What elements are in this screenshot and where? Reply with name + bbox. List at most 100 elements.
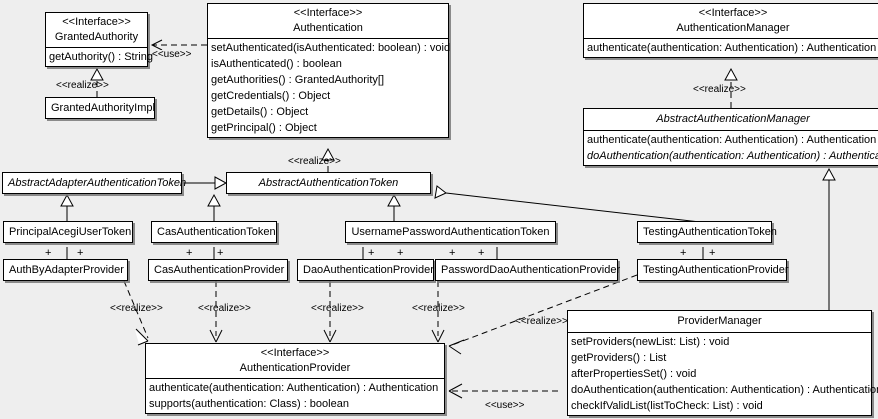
compartment-divider — [584, 38, 878, 39]
edge-label-realize-authbyadapterprovider: <<realize>> — [110, 303, 163, 314]
compartment-divider — [46, 47, 147, 48]
edge-realize-daoauthenticationprovider — [323, 281, 337, 343]
association-marker-plus: + — [680, 247, 687, 259]
operations-compartment: getAuthority() : String — [46, 48, 153, 66]
class-name: CasAuthenticationProvider — [154, 264, 285, 276]
stereotype-label: <<Interface>> — [698, 7, 768, 19]
compartment-divider — [568, 332, 871, 333]
association-marker-plus: + — [368, 247, 375, 259]
class-abstract-adapter-authentication-token[interactable]: AbstractAdapterAuthenticationToken — [2, 172, 187, 194]
class-name: GrantedAuthorityImpl — [51, 102, 155, 114]
edge-realize-casauthenticationprovider — [209, 281, 223, 343]
class-authentication-provider[interactable]: <<Interface>> AuthenticationProvider aut… — [145, 343, 445, 414]
association-marker-plus: + — [709, 247, 716, 259]
class-principal-acegi-user-token[interactable]: PrincipalAcegiUserToken — [3, 221, 133, 243]
class-name: GrantedAuthority — [54, 31, 139, 43]
edge-generalization-usernamepasswordauthenticationtoken — [387, 193, 401, 221]
edge-label-realize-testingauthenticationprovider: <<realize>> — [515, 316, 568, 327]
class-header-authentication: <<Interface>> Authentication — [208, 4, 448, 38]
edge-label-realize-abstractauthtoken-authentication: <<realize>> — [288, 156, 341, 167]
class-name: AuthenticationProvider — [239, 362, 351, 374]
edge-realize-authbyadapterprovider — [123, 280, 149, 346]
operation-item: checkIfValidList(listToCheck: List) : vo… — [571, 400, 763, 412]
operation-item: setAuthenticated(isAuthenticated: boolea… — [211, 42, 451, 54]
class-name: ProviderManager — [677, 315, 762, 327]
class-testing-authentication-provider[interactable]: TestingAuthenticationProvider — [637, 259, 789, 281]
class-testing-authentication-token[interactable]: TestingAuthenticationToken — [637, 221, 777, 243]
class-name: Authentication — [293, 22, 363, 34]
class-name: UsernamePasswordAuthenticationToken — [351, 226, 550, 238]
edge-label-realize-abstractauthenticationmanager: <<realize>> — [693, 84, 746, 95]
stereotype-label: <<Interface>> — [62, 16, 131, 28]
edge-generalization-casauthenticationtoken — [207, 193, 221, 221]
edge-use-providermanager-authenticationprovider — [448, 383, 558, 399]
class-header-granted-authority: <<Interface>> GrantedAuthority — [46, 13, 147, 47]
class-header-authentication-provider: <<Interface>> AuthenticationProvider — [146, 344, 444, 378]
compartment-divider — [208, 38, 448, 39]
class-name: TestingAuthenticationToken — [643, 226, 777, 238]
class-granted-authority-impl[interactable]: GrantedAuthorityImpl — [45, 97, 155, 119]
class-name: AbstractAdapterAuthenticationToken — [8, 177, 187, 189]
association-marker-plus: + — [77, 247, 84, 259]
class-authentication-manager[interactable]: <<Interface>> AuthenticationManager auth… — [583, 3, 878, 58]
operation-item: doAuthentication(authentication: Authent… — [571, 384, 878, 396]
class-header-provider-manager: ProviderManager — [568, 311, 871, 332]
association-marker-plus: + — [45, 247, 52, 259]
edge-label-realize-grantedauthorityimpl: <<realize>> — [56, 80, 109, 91]
class-name: DaoAuthenticationProvider — [303, 264, 434, 276]
stereotype-label: <<Interface>> — [293, 7, 363, 19]
class-name: AuthByAdapterProvider — [9, 264, 124, 276]
edge-realize-passworddaoauthenticationprovider — [431, 281, 445, 343]
edge-label-use-providermanager-authenticationprovider: <<use>> — [485, 400, 525, 411]
operation-item: setProviders(newList: List) : void — [571, 336, 730, 348]
class-name: PasswordDaoAuthenticationProvider — [441, 264, 621, 276]
operations-compartment: authenticate(authentication: Authenticat… — [584, 131, 878, 165]
operation-item: getDetails() : Object — [211, 106, 309, 118]
class-header-abstract-authentication-manager: AbstractAuthenticationManager — [584, 109, 878, 130]
class-username-password-authentication-token[interactable]: UsernamePasswordAuthenticationToken — [345, 221, 556, 243]
operations-compartment: authenticate(authentication: Authenticat… — [146, 379, 444, 413]
association-marker-plus: + — [397, 247, 404, 259]
class-provider-manager[interactable]: ProviderManager setProviders(newList: Li… — [567, 310, 878, 416]
class-abstract-authentication-token[interactable]: AbstractAuthenticationToken — [226, 172, 431, 194]
operations-compartment: authenticate(authentication: Authenticat… — [584, 39, 878, 57]
association-marker-plus: + — [478, 247, 485, 259]
association-marker-plus: + — [186, 247, 193, 259]
class-password-dao-authentication-provider[interactable]: PasswordDaoAuthenticationProvider — [435, 259, 621, 281]
operation-item: getCredentials() : Object — [211, 90, 331, 102]
class-granted-authority[interactable]: <<Interface>> GrantedAuthority getAuthor… — [45, 12, 153, 67]
operation-item: isAuthenticated() : boolean — [211, 58, 342, 70]
operations-compartment: setAuthenticated(isAuthenticated: boolea… — [208, 39, 451, 137]
operation-item-abstract: doAuthentication(authentication: Authent… — [587, 150, 878, 162]
operation-item: getPrincipal() : Object — [211, 122, 317, 134]
edge-realize-grantedauthorityimpl — [90, 67, 104, 97]
class-auth-by-adapter-provider[interactable]: AuthByAdapterProvider — [3, 259, 128, 281]
edge-generalization-abstractadapter-abstractauthenticationtoken — [182, 176, 228, 190]
class-name: TestingAuthenticationProvider — [643, 264, 789, 276]
association-marker-plus: + — [449, 247, 456, 259]
class-dao-authentication-provider[interactable]: DaoAuthenticationProvider — [297, 259, 434, 281]
class-name: PrincipalAcegiUserToken — [9, 226, 132, 238]
class-cas-authentication-provider[interactable]: CasAuthenticationProvider — [148, 259, 288, 281]
edge-realize-testingauthenticationprovider — [448, 274, 638, 355]
association-marker-plus: + — [217, 247, 224, 259]
operation-item: supports(authentication: Class) : boolea… — [149, 398, 349, 410]
operation-item: authenticate(authentication: Authenticat… — [149, 382, 439, 394]
compartment-divider — [146, 378, 444, 379]
class-cas-authentication-token[interactable]: CasAuthenticationToken — [151, 221, 277, 243]
class-authentication[interactable]: <<Interface>> Authentication setAuthenti… — [207, 3, 451, 138]
class-name: AuthenticationManager — [676, 22, 790, 34]
class-abstract-authentication-manager[interactable]: AbstractAuthenticationManager authentica… — [583, 108, 878, 166]
operation-item: afterPropertiesSet() : void — [571, 368, 697, 380]
class-name: AbstractAuthenticationToken — [258, 177, 399, 189]
operation-item: authenticate(authentication: Authenticat… — [587, 42, 877, 54]
edge-label-realize-daoauthenticationprovider: <<realize>> — [311, 303, 364, 314]
class-name: CasAuthenticationToken — [157, 226, 276, 238]
edge-label-realize-passworddaoauthenticationprovider: <<realize>> — [412, 303, 465, 314]
compartment-divider — [584, 130, 878, 131]
edge-label-use-authentication-grantedauthority: <<use>> — [152, 49, 192, 60]
edge-realize-abstractauthenticationtoken-authentication — [321, 147, 335, 172]
class-header-authentication-manager: <<Interface>> AuthenticationManager — [584, 4, 878, 38]
